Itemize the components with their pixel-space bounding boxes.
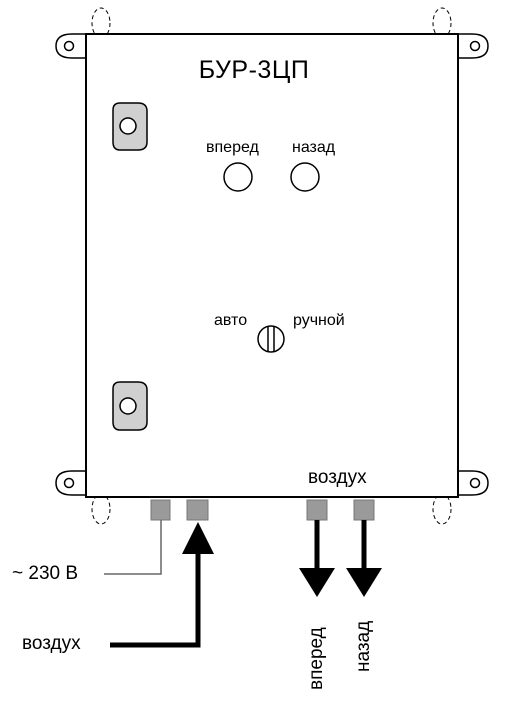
air-input-label: воздух [22, 633, 81, 654]
mode-auto-label: авто [214, 312, 248, 329]
ear-bottom-left-hole [63, 477, 75, 489]
door-locks [112, 102, 148, 431]
back-button[interactable] [290, 162, 320, 192]
connector-power [150, 499, 171, 521]
screw-top-right [432, 7, 452, 39]
screw-top-left [91, 7, 111, 39]
back-button-label: назад [292, 139, 336, 156]
forward-button-label: вперед [206, 139, 259, 156]
connector-out-back [353, 499, 375, 521]
power-cable [104, 520, 162, 575]
ear-top-right-hole [469, 40, 481, 52]
lock-top-icon [119, 117, 137, 135]
forward-button[interactable] [223, 162, 253, 192]
lock-top [112, 102, 148, 151]
mode-manual-label: ручной [293, 312, 345, 329]
air-inlet-line [110, 550, 201, 648]
enclosure-body [85, 33, 459, 498]
screw-bottom-left [91, 493, 111, 525]
connector-air-in [186, 499, 209, 521]
mounting-ears [55, 33, 489, 496]
output-back-label: назад [353, 620, 374, 672]
device-title: БУР-3ЦП [198, 56, 310, 84]
air-inlet-arrow [182, 522, 214, 554]
air-outlet-back-arrow [346, 568, 382, 597]
ear-bottom-right-hole [469, 477, 481, 489]
ear-top-left-hole [63, 40, 75, 52]
mode-switch[interactable] [257, 325, 285, 353]
lock-bottom [112, 381, 148, 431]
air-outlet-forward-arrow [299, 568, 335, 597]
power-input-label: ~ 230 В [12, 563, 79, 584]
outputs-air-label: воздух [308, 467, 367, 488]
connectors [150, 499, 375, 521]
output-forward-label: вперед [306, 627, 327, 690]
screw-bottom-right [432, 493, 452, 525]
connector-out-forward [306, 499, 328, 521]
lock-bottom-icon [119, 397, 137, 415]
